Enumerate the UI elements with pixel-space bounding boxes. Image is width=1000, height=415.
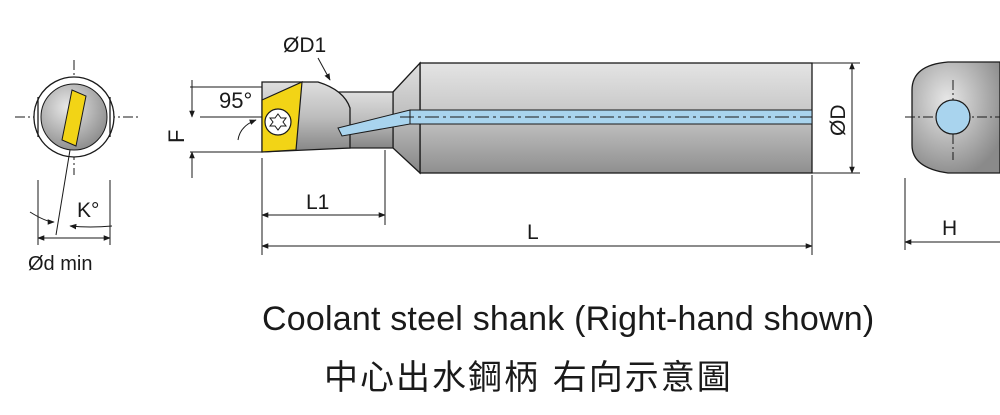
caption-chinese: 中心出水鋼柄 右向示意圖 <box>324 358 733 398</box>
overall-length-label: L <box>527 221 539 244</box>
front-view-flats <box>37 97 111 137</box>
coolant-nozzle <box>337 109 411 137</box>
offset-label: F <box>164 130 189 143</box>
rear-end-view: H <box>904 61 1000 250</box>
min-bore-label: Ød min <box>28 253 92 275</box>
caption-english: Coolant steel shank (Right-hand shown) <box>262 300 875 338</box>
angle-label: 95° <box>219 88 252 113</box>
front-view-insert <box>61 89 87 147</box>
height-label: H <box>942 217 957 240</box>
front-end-view: K° Ød min <box>15 60 140 275</box>
bore-diameter-label: ØD1 <box>283 34 326 57</box>
clearance-angle-label: K° <box>77 199 99 222</box>
rear-view-coolant-hole <box>935 99 971 135</box>
length-l1-label: L1 <box>306 191 329 214</box>
shank-diameter-label: ØD <box>827 105 850 137</box>
side-view: 95° F ØD1 L1 L ØD <box>164 34 860 255</box>
torx-icon <box>269 113 287 131</box>
tool-drawing: K° Ød min 95° F ØD1 <box>15 34 1000 275</box>
